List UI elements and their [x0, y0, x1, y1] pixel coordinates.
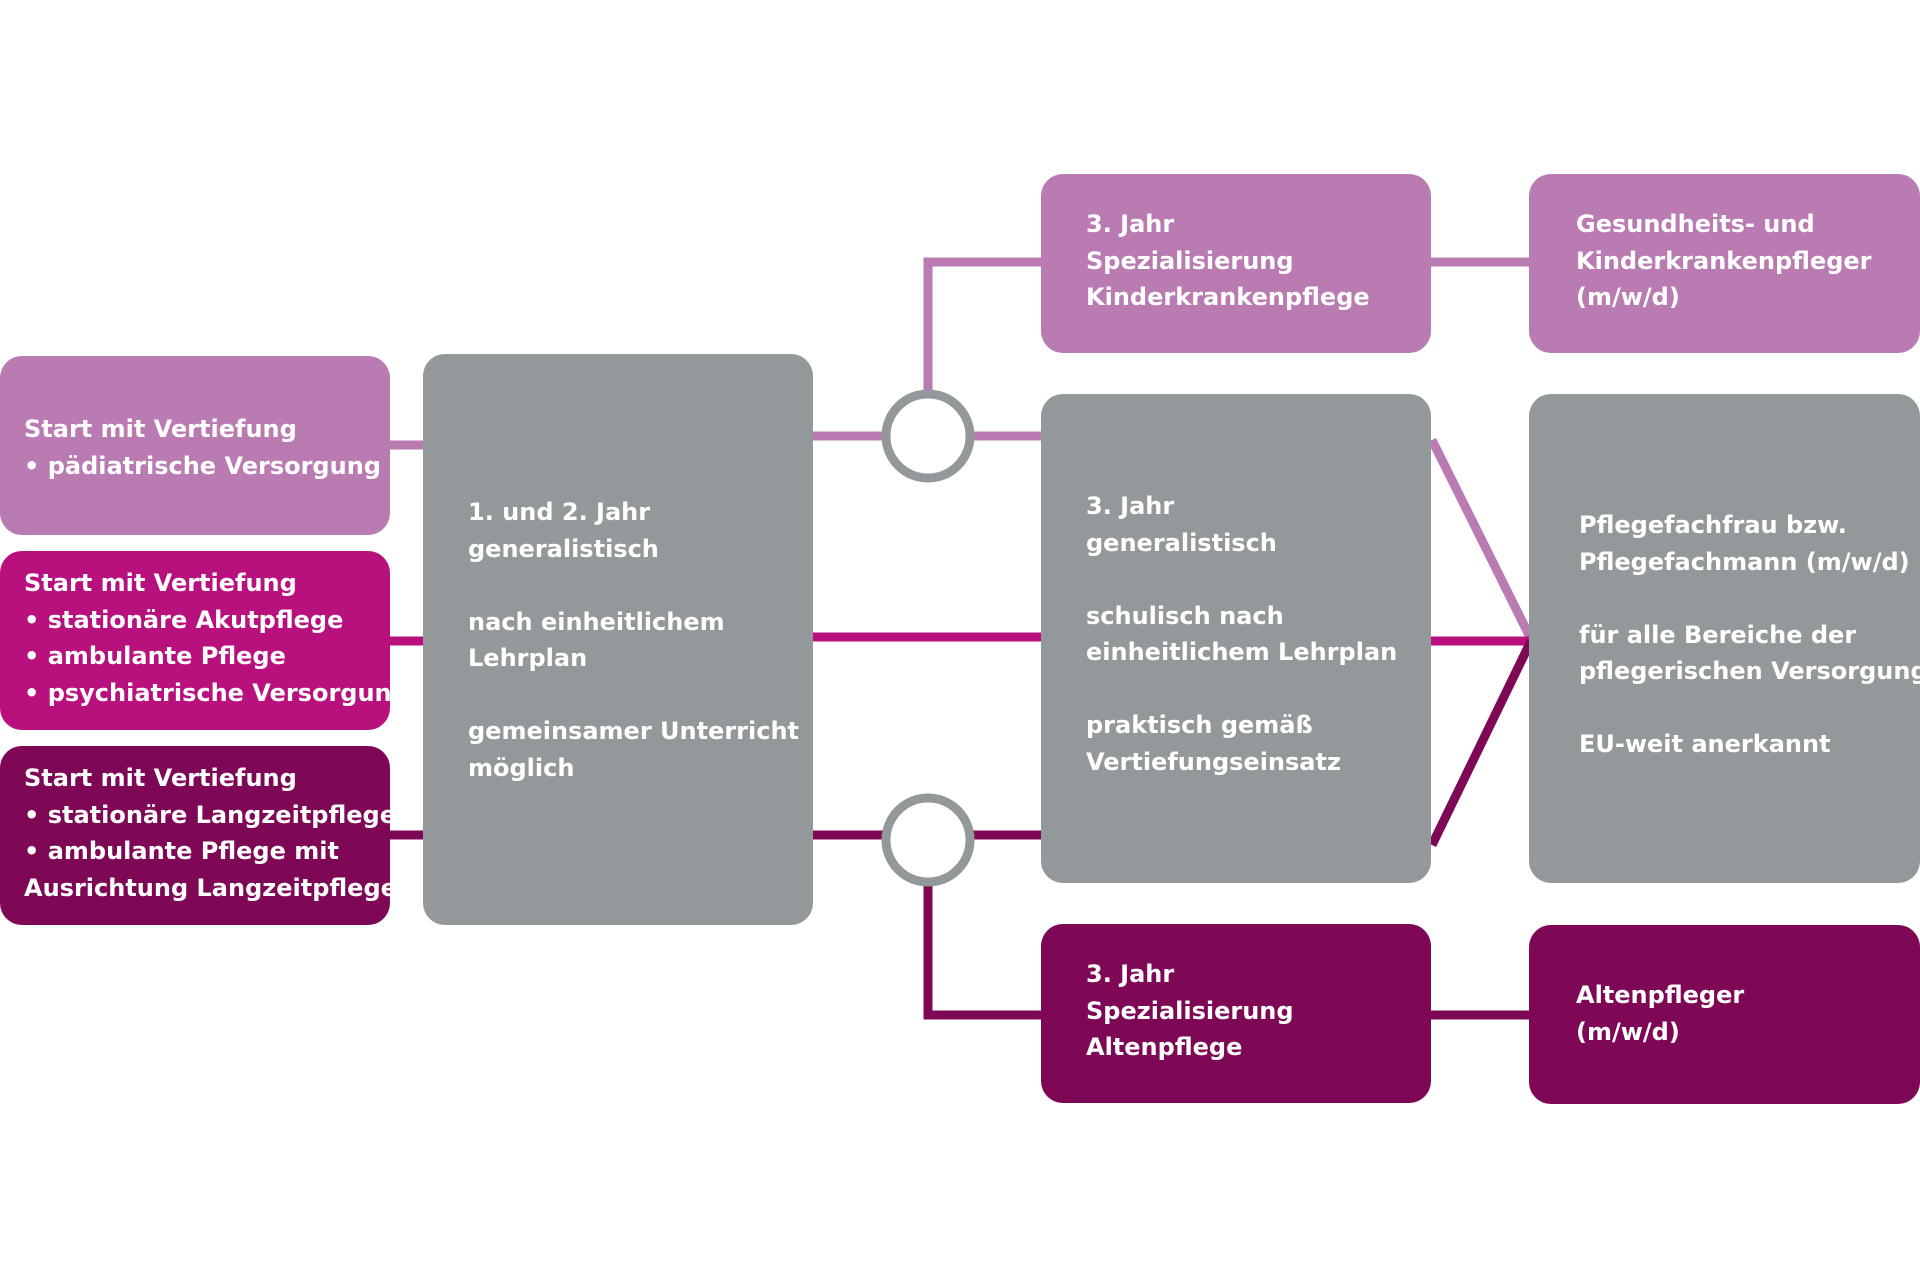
box-line: • ambulante Pflege mit [24, 837, 339, 865]
box-line: • stationäre Langzeitpflege [24, 800, 396, 829]
box-line: Lehrplan [468, 644, 588, 672]
box-line: Kinderkrankenpflege [1086, 283, 1370, 311]
box-line [468, 567, 813, 604]
connector-top-choice-to-pediatric-specialization [923, 257, 1042, 392]
box-line: schulisch nach [1086, 601, 1284, 630]
box-line: 1. und 2. Jahr [468, 498, 651, 526]
box-line: generalistisch [468, 534, 659, 563]
box-line: für alle Bereiche der [1579, 620, 1857, 649]
box-line: EU-weit anerkannt [1579, 730, 1831, 758]
box-line: • pädiatrische Versorgung [24, 451, 381, 480]
box-line: Spezialisierung [1086, 996, 1294, 1025]
year-3-pediatric-specialization-box: 3. Jahr Spezialisierung Kinderkrankenpfl… [1041, 174, 1431, 353]
box-line: Gesundheits- und [1576, 210, 1815, 238]
box-line [1579, 690, 1920, 727]
box-line [1579, 580, 1920, 617]
year-3-elderly-care-specialization-box: 3. Jahr Spezialisierung Altenpflege [1041, 924, 1431, 1103]
box-line: generalistisch [1086, 528, 1277, 557]
box-line: Start mit Vertiefung [24, 764, 297, 792]
box-line: Pflegefachmann (m/w/d) [1579, 547, 1910, 576]
year-1-2-box: 1. und 2. Jahr generalistisch nach einhe… [423, 354, 813, 925]
box-line: • stationäre Akutpflege [24, 605, 344, 634]
box-line: Ausrichtung Langzeitpflege [24, 873, 397, 902]
box-line: nach einheitlichem [468, 607, 725, 636]
box-line: einheitlichem Lehrplan [1086, 638, 1398, 666]
outcome-elderly-care-nurse-box: Altenpfleger (m/w/d) [1529, 925, 1920, 1104]
connector-generalist-to-outcome-upper [1427, 437, 1536, 642]
box-line: • ambulante Pflege [24, 642, 286, 670]
box-line [1086, 671, 1431, 708]
connector-generalist-to-outcome-lower [1427, 639, 1536, 847]
box-line: 3. Jahr [1086, 210, 1175, 238]
box-line: Vertiefungseinsatz [1086, 747, 1341, 776]
box-line: pflegerischen Versorgung [1579, 657, 1920, 685]
choice-node-bottom [881, 793, 975, 887]
box-line: Altenpfleger [1576, 981, 1745, 1009]
box-line: 3. Jahr [1086, 960, 1175, 988]
connector-bottom-choice-to-elderly-specialization [923, 879, 1042, 1020]
box-line [468, 677, 813, 714]
start-box-pediatric: Start mit Vertiefung • pädiatrische Vers… [0, 356, 390, 535]
box-line: praktisch gemäß [1086, 711, 1313, 739]
choice-node-top [881, 389, 975, 483]
box-line: Kinderkrankenpfleger [1576, 246, 1872, 275]
box-line: möglich [468, 753, 575, 782]
box-line: gemeinsamer Unterricht [468, 717, 800, 745]
outcome-pediatric-nurse-box: Gesundheits- und Kinderkrankenpfleger (m… [1529, 174, 1920, 353]
box-line: • psychiatrische Versorgung [24, 678, 409, 707]
box-line: Start mit Vertiefung [24, 415, 297, 443]
box-line: Altenpflege [1086, 1033, 1243, 1061]
start-box-long-term-care: Start mit Vertiefung • stationäre Langze… [0, 746, 397, 925]
year-3-generalist-box: 3. Jahr generalistisch schulisch nach ei… [1041, 394, 1431, 883]
box-line: (m/w/d) [1576, 283, 1680, 311]
box-line: Pflegefachfrau bzw. [1579, 511, 1847, 539]
outcome-nursing-professional-box: Pflegefachfrau bzw. Pflegefachmann (m/w/… [1529, 394, 1920, 883]
start-box-acute-care: Start mit Vertiefung • stationäre Akutpf… [0, 551, 409, 730]
box-line: (m/w/d) [1576, 1017, 1680, 1046]
box-line [1086, 561, 1431, 598]
box-line: Start mit Vertiefung [24, 569, 297, 597]
box-line: 3. Jahr [1086, 492, 1175, 520]
box-line: Spezialisierung [1086, 246, 1294, 275]
